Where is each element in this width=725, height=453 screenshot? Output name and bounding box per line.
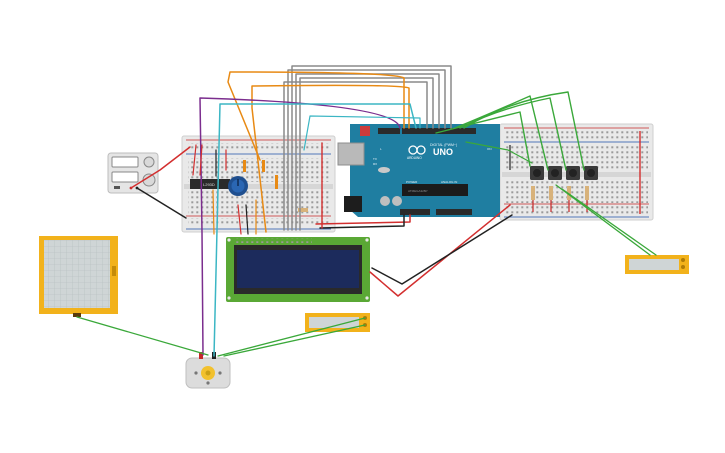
analog-label: ANALOG IN xyxy=(441,180,457,184)
pushbutton-3[interactable] xyxy=(566,166,580,180)
wire-green-1 xyxy=(454,95,549,171)
wire-black-power xyxy=(136,187,187,219)
wire-green-force xyxy=(76,316,209,356)
wire-green-5 xyxy=(465,141,533,164)
wire-green-flex-right-2 xyxy=(561,188,657,256)
force-sensor[interactable] xyxy=(39,236,118,317)
pushbuttons[interactable] xyxy=(530,166,598,180)
wire-orange-1 xyxy=(227,71,405,161)
wire-green-3 xyxy=(463,91,585,171)
power-supply[interactable] xyxy=(107,152,159,194)
wire-green-4 xyxy=(435,111,531,167)
l293d-driver[interactable]: L293D xyxy=(190,179,230,189)
brand-label: ARDUINO xyxy=(407,156,422,160)
wire-purple xyxy=(199,97,401,356)
wire-orange-2 xyxy=(251,84,410,233)
on-label: ON xyxy=(487,147,492,151)
wire-black-right xyxy=(371,214,513,285)
wire-red-ard xyxy=(315,214,411,225)
wire-green-flex-right-1 xyxy=(555,184,651,256)
wire-green-2 xyxy=(459,97,567,171)
tx-label: TX xyxy=(373,157,377,161)
wire-green-flex-mid-1 xyxy=(217,317,366,357)
dc-motor[interactable] xyxy=(185,352,231,389)
arduino-logo-icon xyxy=(408,145,426,155)
digital-label: DIGITAL (PWM~) xyxy=(430,143,457,147)
resistors-left xyxy=(243,160,308,212)
wire-red-right xyxy=(369,204,511,297)
wire-gray-4 xyxy=(299,77,434,231)
wire-cyan-1 xyxy=(213,103,417,357)
arduino-uno[interactable]: DIGITAL (PWM~) UNO ARDUINO POWER ANALOG … xyxy=(337,124,500,217)
chip-label: ATMEGA328P xyxy=(408,189,427,193)
flex-sensor-right[interactable] xyxy=(625,255,689,274)
wire-cyan-2 xyxy=(303,115,421,151)
rx-label: RX xyxy=(373,162,377,166)
wire-gray-2 xyxy=(287,69,446,231)
power-label: POWER xyxy=(406,180,418,184)
wire-red-power xyxy=(130,146,191,189)
wire-green-flex-mid-2 xyxy=(223,324,366,357)
driver-label: L293D xyxy=(203,182,215,187)
wires xyxy=(76,65,657,357)
flex-sensor-mid[interactable] xyxy=(305,313,370,332)
wire-gray-1 xyxy=(291,65,452,231)
pushbutton-1[interactable] xyxy=(530,166,544,180)
l-label: L xyxy=(380,147,382,151)
uno-label: UNO xyxy=(433,147,453,157)
reset-button[interactable] xyxy=(360,126,370,136)
wire-black-ard xyxy=(319,214,405,229)
wire-gray-5 xyxy=(283,81,428,231)
potentiometer[interactable] xyxy=(228,176,248,196)
pushbutton-2[interactable] xyxy=(548,166,562,180)
lcd-screen xyxy=(237,250,359,288)
lcd-16x2[interactable] xyxy=(226,237,370,302)
pushbutton-4[interactable] xyxy=(584,166,598,180)
resistors-right xyxy=(531,186,589,212)
